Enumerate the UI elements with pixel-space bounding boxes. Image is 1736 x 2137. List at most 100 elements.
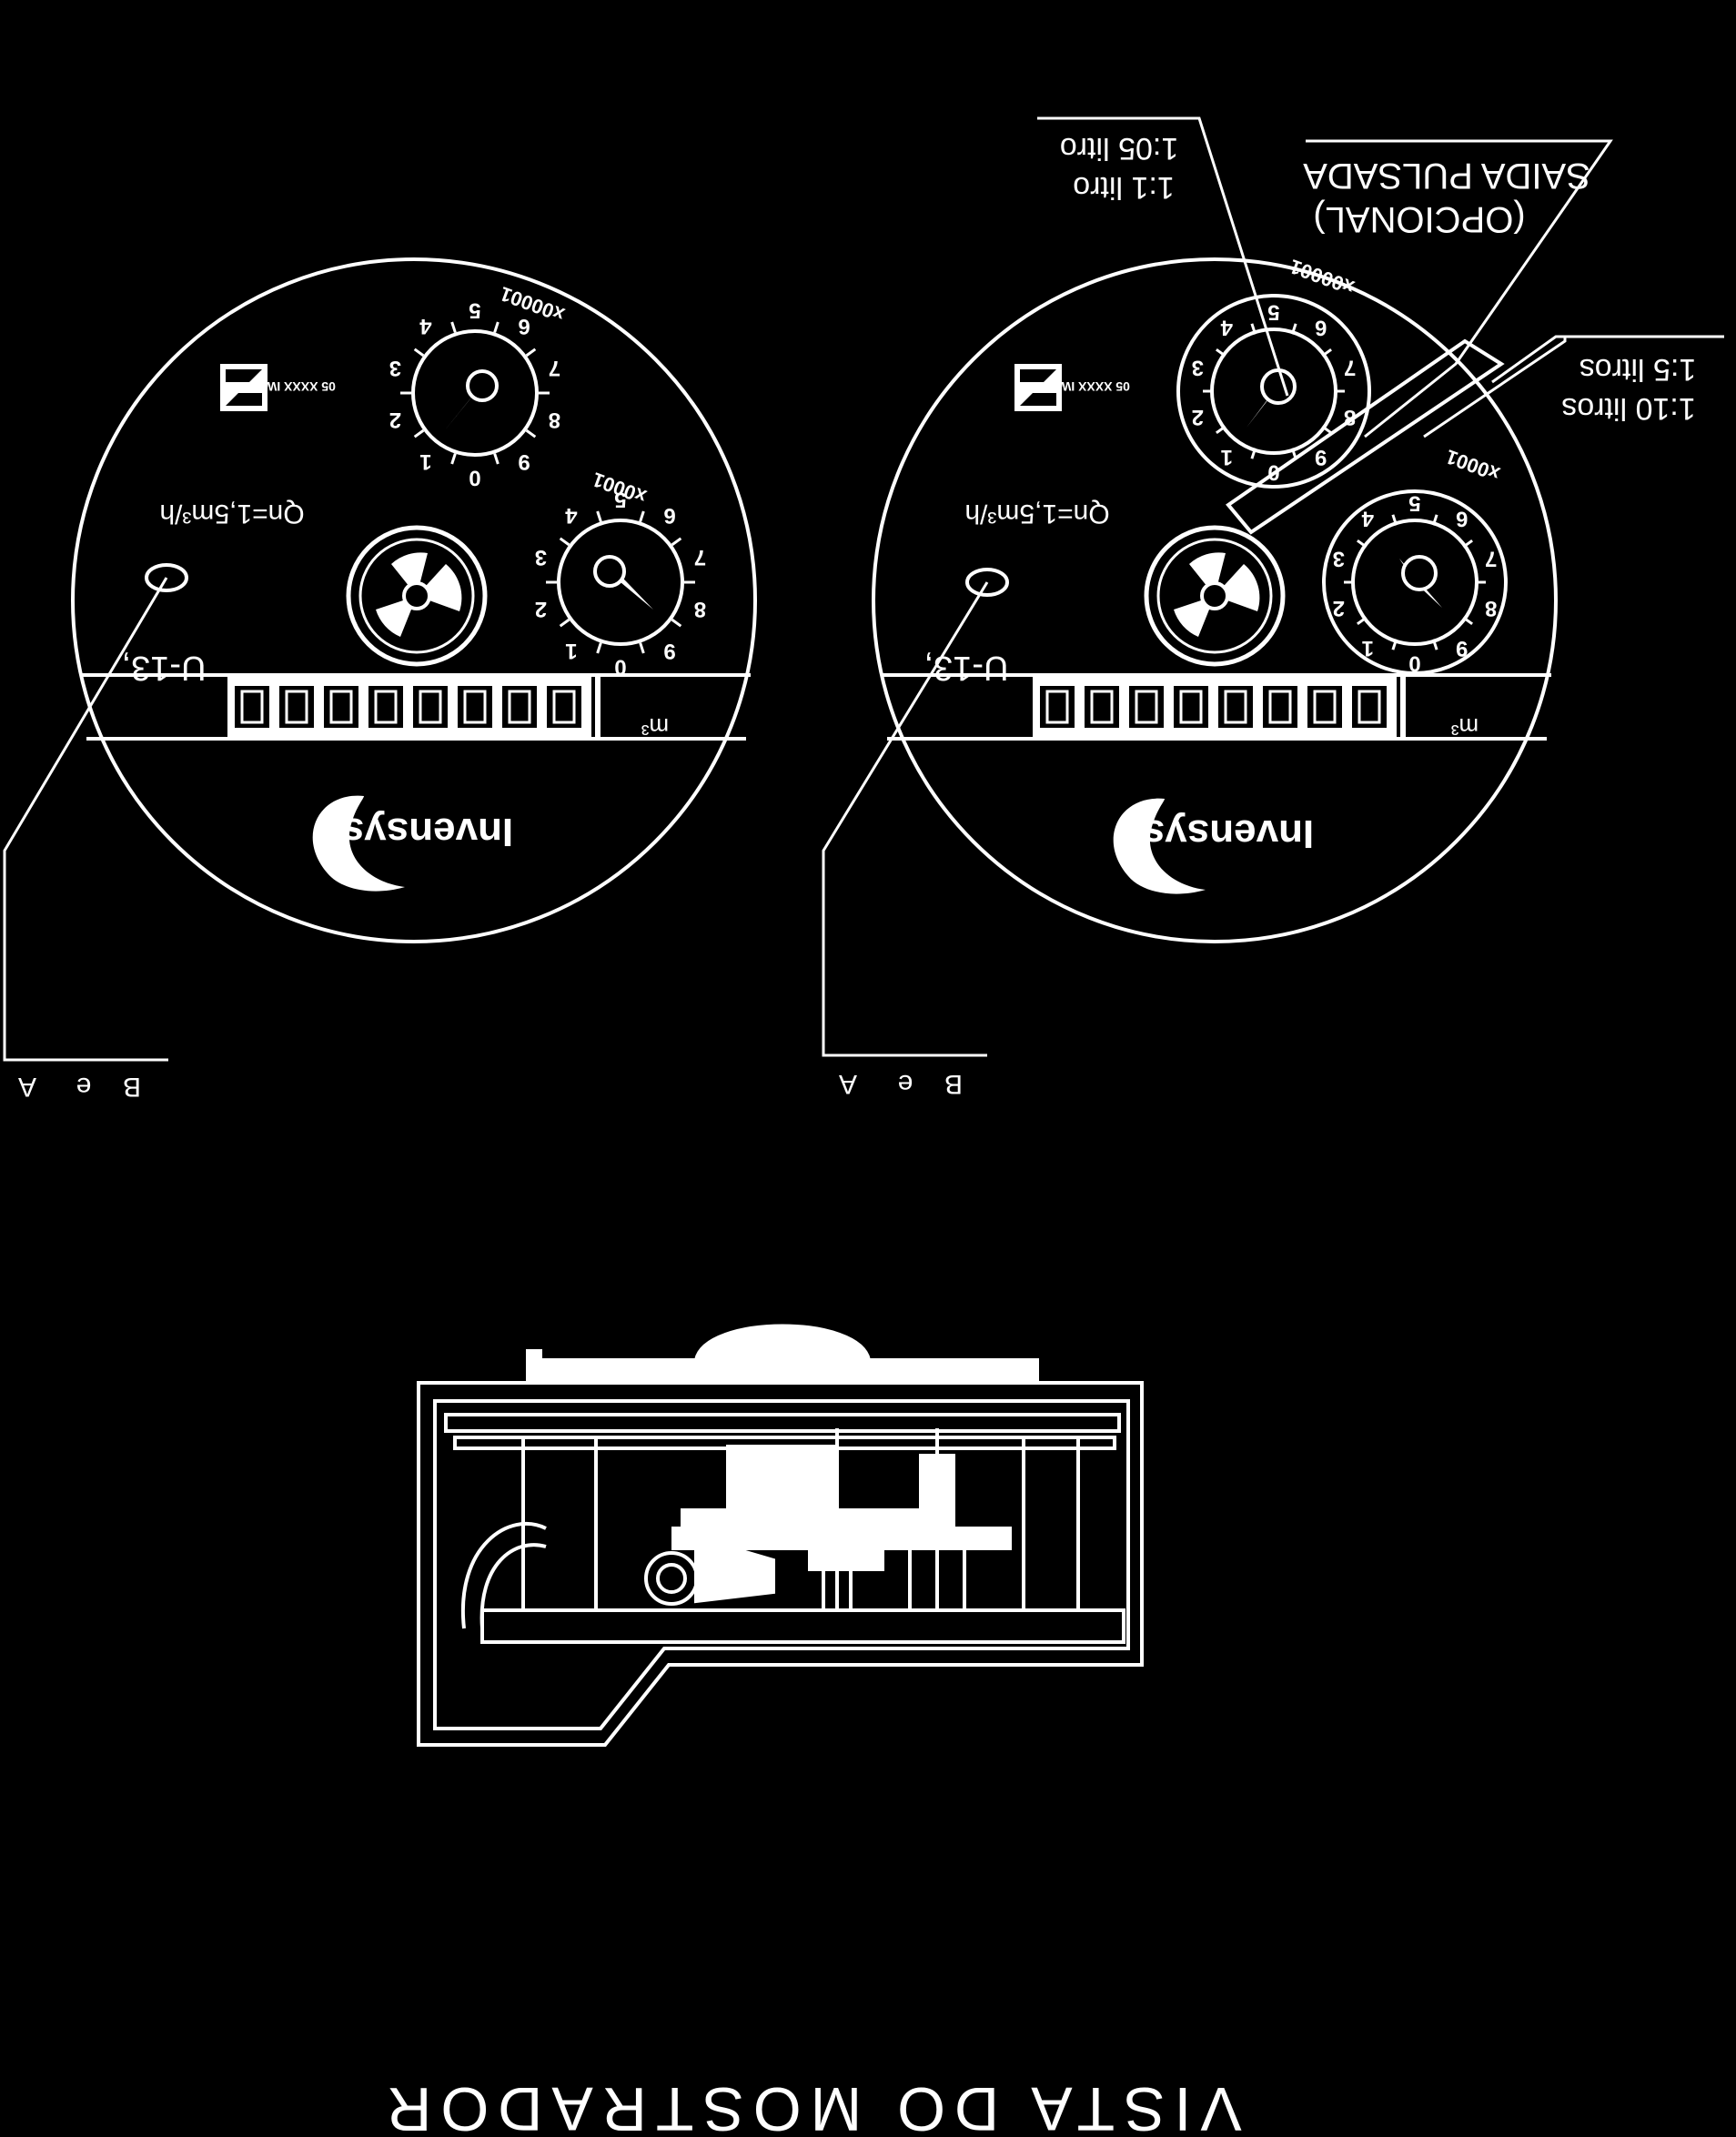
dial-digit: 2 (535, 597, 547, 621)
dial-digit: 1 (1362, 636, 1374, 660)
dial-digit: 7 (694, 545, 706, 570)
dial-tick (639, 510, 645, 522)
svg-text:Invensys: Invensys (342, 810, 513, 854)
odometer-drum-window (1358, 690, 1381, 724)
left-meter-outline (71, 257, 757, 943)
odometer-drum-window (285, 690, 308, 724)
pulse-output-callout: SAIDA PULSADA (OPCIONAL) 1:05 litro 1:1 … (1037, 116, 1724, 535)
left-wiring-labels: A e B (18, 1072, 141, 1102)
odometer-drum (1040, 686, 1075, 728)
left-model-label: U-13, (122, 649, 207, 687)
right-odometer-register (1033, 677, 1406, 737)
section-outer-casing (417, 1381, 1144, 1747)
svg-text:A: A (18, 1072, 36, 1102)
dial-digit: 6 (518, 314, 530, 338)
odometer-drum-window (1045, 690, 1069, 724)
dial-digit: 6 (1315, 315, 1327, 339)
dial-digit: 1 (419, 449, 431, 474)
dial-digit: 9 (1456, 636, 1468, 660)
odometer-drum-window (463, 690, 487, 724)
dial-digit: 1 (565, 639, 577, 663)
svg-text:A: A (839, 1069, 857, 1099)
ratio-1-5: 1:5 litros (1580, 352, 1697, 387)
odometer-drum (235, 686, 269, 728)
dial-tick (1431, 514, 1438, 526)
dial-tick (1431, 639, 1438, 650)
odometer-drum-window (508, 690, 531, 724)
dial-digit: 8 (694, 597, 706, 621)
svg-text:e: e (898, 1069, 913, 1099)
ratio-1-10: 1:10 litros (1561, 391, 1695, 426)
svg-text:05 XXXX IW: 05 XXXX IW (264, 379, 336, 394)
right-brand-logo: Invensys (1113, 798, 1314, 894)
page-title: VISTA DO MOSTRADOR (378, 2074, 1241, 2132)
dial-digit: 6 (663, 503, 675, 528)
odometer-drum-window (329, 690, 353, 724)
right-register-unit: m³ (1451, 713, 1479, 741)
dial-tick (450, 453, 457, 465)
dial-tick (1391, 639, 1398, 650)
dial-digit: 5 (614, 488, 626, 512)
dial-tick (1321, 425, 1332, 435)
right-dial-x00001-label: x00001 (1287, 255, 1358, 299)
odometer-drum (547, 686, 581, 728)
left-brand-logo: Invensys (312, 795, 513, 892)
dial-digit: 5 (469, 298, 480, 323)
odometer-drum-window (240, 690, 264, 724)
odometer-drum (458, 686, 492, 728)
pulse-output-title: SAIDA PULSADA (1303, 156, 1590, 196)
odometer-drum-window (1224, 690, 1247, 724)
dial-tick (493, 321, 500, 333)
odometer-drum (502, 686, 537, 728)
dial-digit: 4 (565, 503, 578, 528)
left-register-unit: m³ (641, 713, 670, 741)
right-leader-line (822, 581, 989, 1057)
right-dial-x0001-label: x0001 (1443, 445, 1503, 485)
dial-tick (1216, 425, 1226, 435)
svg-text:m³: m³ (641, 713, 670, 741)
odometer-drum-window (1090, 690, 1114, 724)
dial-digit: 8 (549, 408, 560, 432)
left-star-wheel-icon (346, 525, 488, 667)
odometer-drum (1307, 686, 1342, 728)
meter-section-view (417, 1324, 1144, 1747)
odometer-drum (1218, 686, 1253, 728)
dial-tick (1250, 448, 1257, 459)
dial-digit: 1 (1221, 445, 1233, 469)
dial-tick (559, 537, 570, 547)
dial-tick (413, 428, 425, 438)
svg-text:B: B (944, 1069, 963, 1099)
odometer-drum (1263, 686, 1297, 728)
svg-text:B: B (123, 1072, 141, 1102)
ratio-1-1: 1:1 litro (1073, 170, 1175, 205)
pulse-output-optional: (OPCIONAL) (1313, 199, 1525, 239)
dial-tick (450, 321, 457, 333)
dial-tick (596, 642, 602, 654)
dial-tick (1250, 323, 1257, 335)
left-sensor-window (145, 563, 188, 592)
dial-digit: 7 (549, 356, 560, 380)
odometer-drum (413, 686, 448, 728)
dial-digit: 0 (614, 655, 626, 680)
dial-tick (1357, 539, 1368, 549)
dial-digit: 0 (1408, 651, 1420, 676)
left-maker-logo-icon: 05 XXXX IW (220, 364, 336, 411)
dial-digit: 8 (1485, 596, 1497, 620)
svg-text:Invensys: Invensys (1143, 811, 1314, 856)
dial-tick (1290, 323, 1297, 335)
odometer-drum-window (1268, 690, 1292, 724)
right-meter-outline (872, 257, 1558, 943)
svg-text:e: e (76, 1072, 92, 1102)
dial-tick (639, 642, 645, 654)
right-sensor-window (965, 568, 1009, 597)
odometer-drum-window (552, 690, 576, 724)
left-leader-line (3, 577, 168, 1062)
dial-digit: 2 (1333, 596, 1345, 620)
dial-digit: 3 (389, 356, 401, 380)
